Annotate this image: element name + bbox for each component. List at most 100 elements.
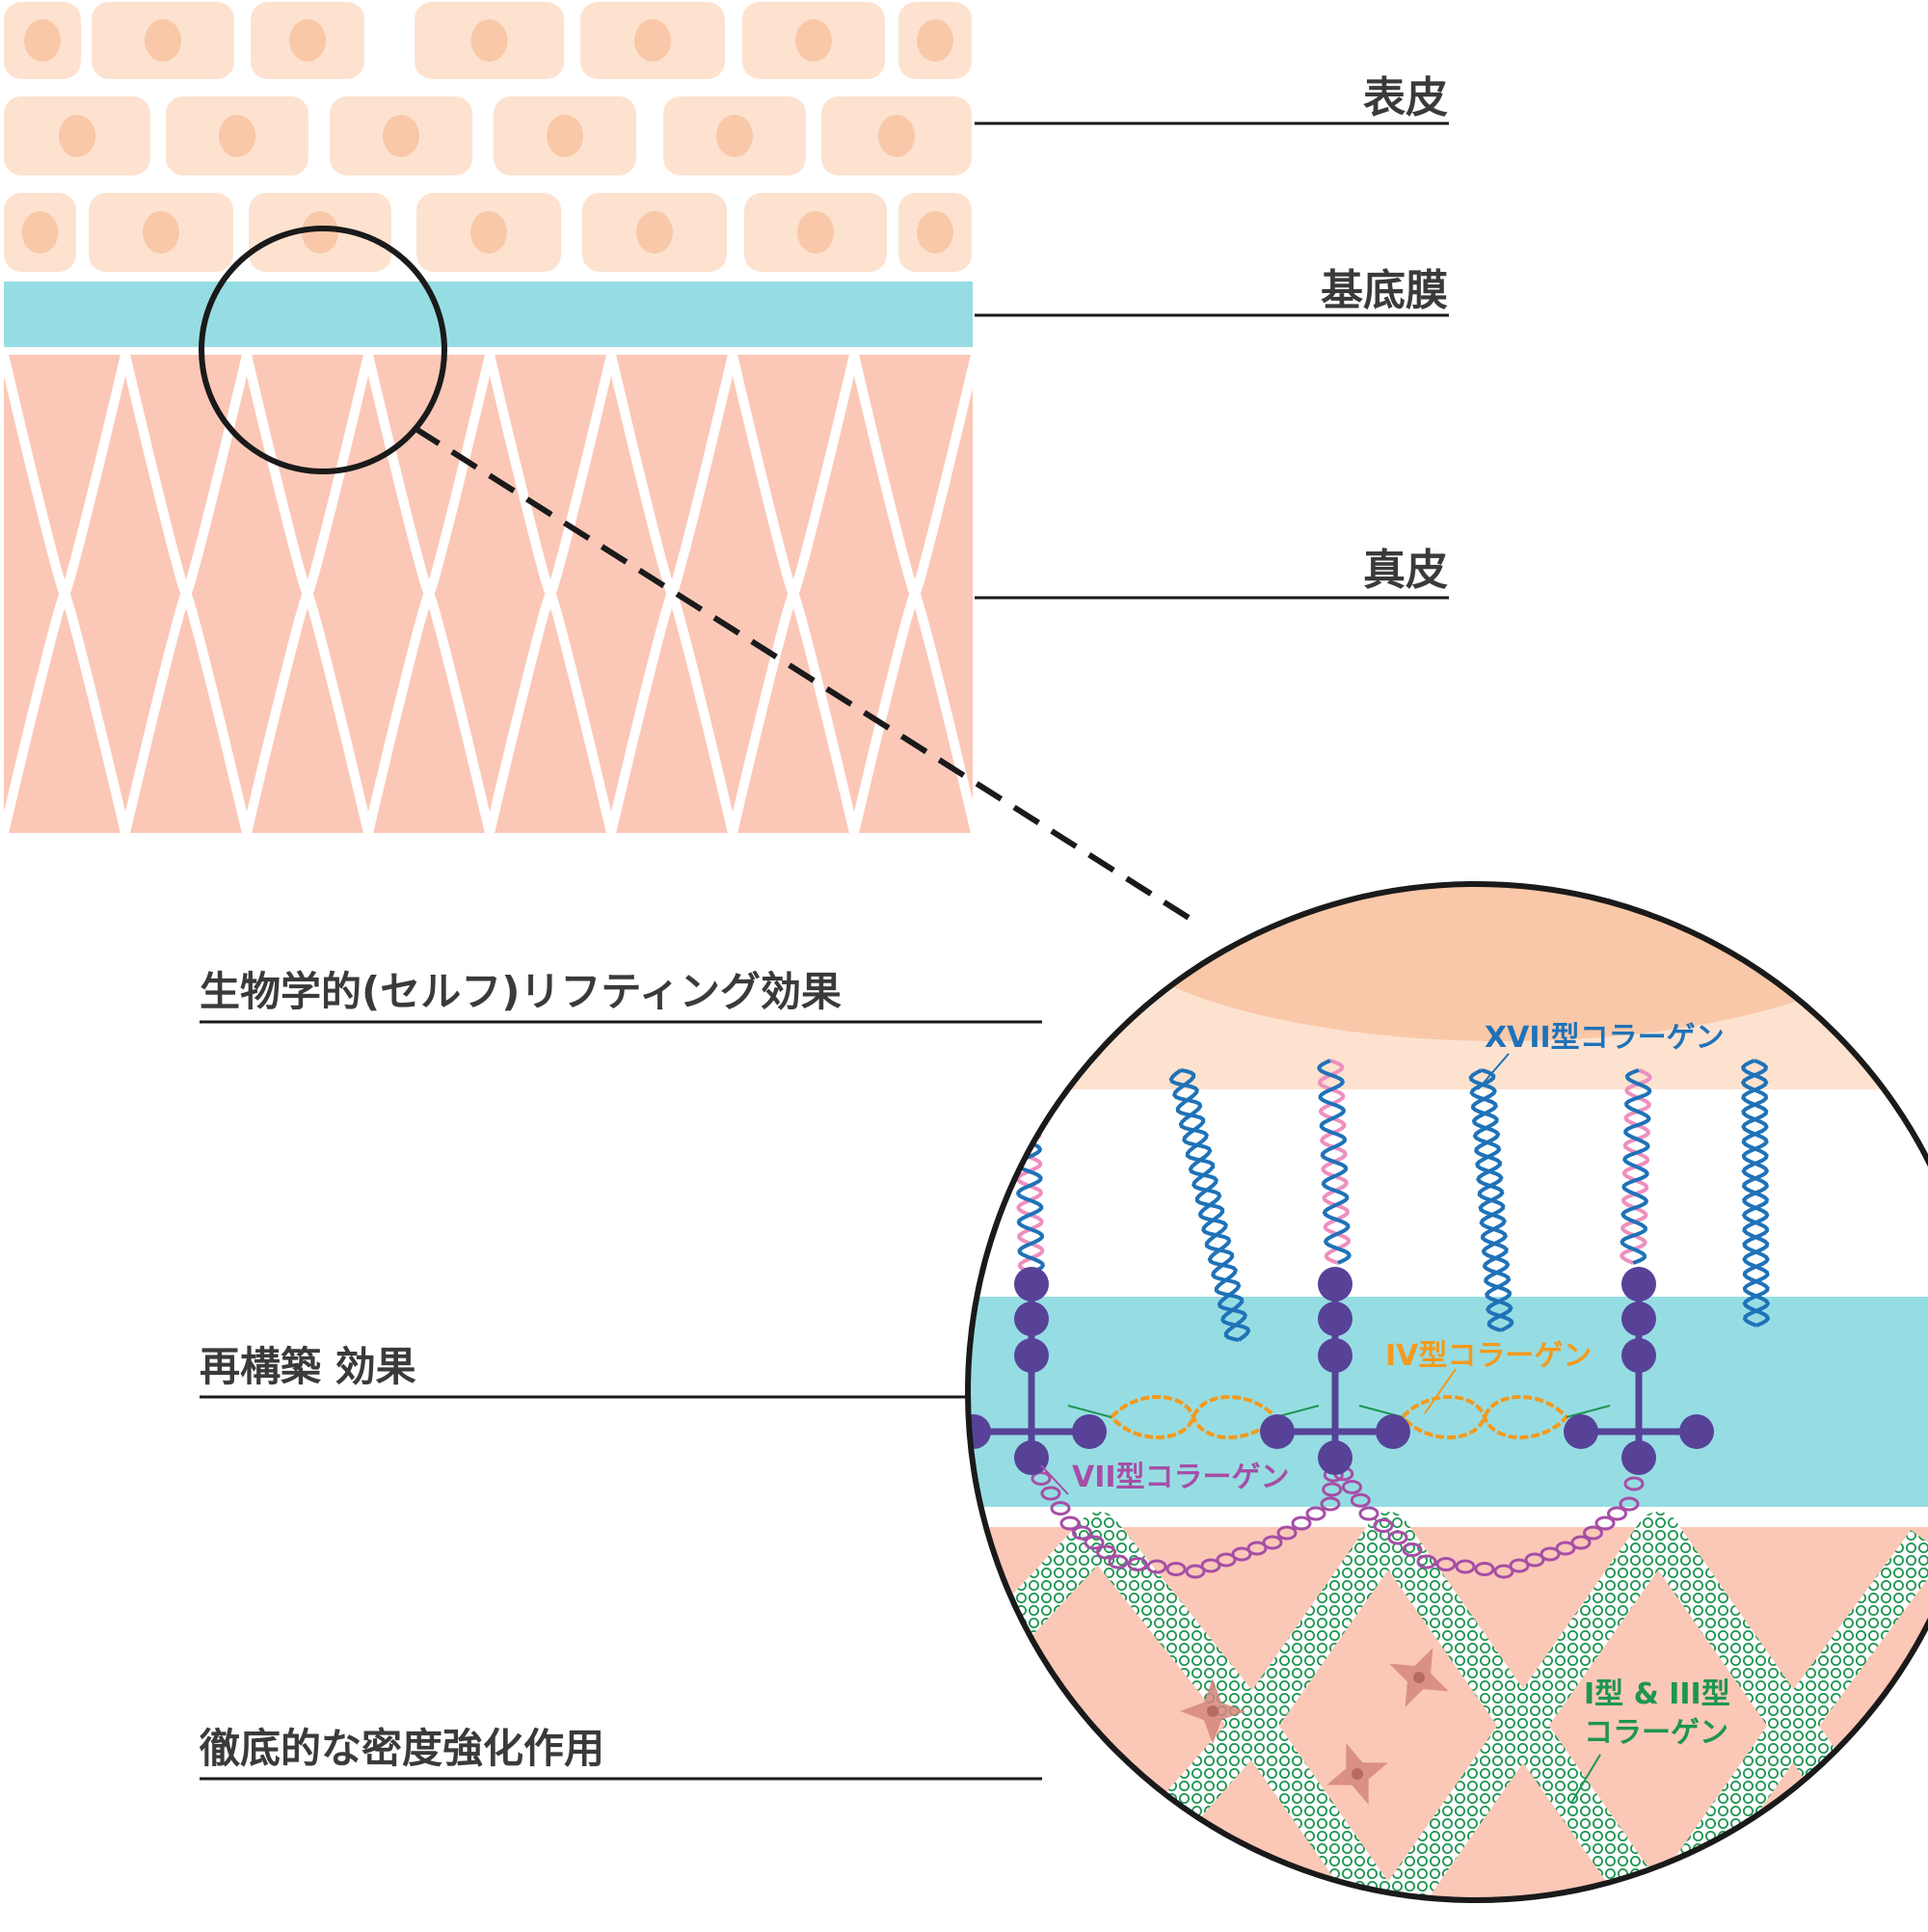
collagen-7-bead (1358, 1506, 1379, 1521)
dermis-fiber (181, 353, 252, 835)
type7-leader (1040, 1464, 1069, 1495)
dermis-fiber (546, 353, 616, 835)
cell-nucleus (917, 211, 953, 254)
zoom-circle-border (965, 881, 1928, 1903)
label-epidermis: 表皮 (1363, 73, 1448, 122)
collagen-7-bead (1059, 1516, 1081, 1531)
laminin-globule (1014, 1301, 1049, 1336)
collagen-7-bead (1493, 1564, 1514, 1579)
dermis-fiber (1153, 353, 1223, 835)
cell-nucleus (795, 19, 832, 62)
connector (1566, 1405, 1611, 1418)
label-collagen-1-3-line2: コラーゲン (1584, 1716, 1728, 1750)
connector (1067, 1405, 1112, 1418)
fibroblast-cell (1119, 1804, 1185, 1869)
cell-nucleus (716, 115, 753, 157)
collagen-7-bead (1108, 1554, 1129, 1570)
zoom-connector-line (413, 425, 1195, 924)
laminin-globule (1621, 1301, 1656, 1336)
collagen-7-bead (1416, 1554, 1437, 1570)
collagen-7-bead (1200, 1558, 1221, 1573)
helix-strand (1620, 1068, 1652, 1265)
collagen-7-bead (1387, 1530, 1408, 1545)
label-density-effect: 徹底的な密度強化作用 (200, 1725, 605, 1772)
collagen-7-bead (1231, 1546, 1252, 1562)
laminin-globule (1621, 1267, 1656, 1301)
label-collagen-4: IV型コラーゲン (1385, 1339, 1593, 1373)
laminin-globule (1318, 1267, 1352, 1301)
dermis-edge-mask (973, 347, 992, 839)
label-collagen-7: VII型コラーゲン (1072, 1461, 1290, 1494)
collagen-7-bead (1276, 1525, 1298, 1541)
cell-nucleus (917, 19, 953, 62)
collagen-7-bead (1342, 1480, 1362, 1494)
type17-leader (1477, 1053, 1510, 1090)
cell-nucleus (24, 19, 61, 62)
label-collagen-17: XVII型コラーゲン (1485, 1021, 1725, 1055)
label-basement-membrane: 基底膜 (1321, 266, 1448, 315)
collagen-7-bead (1165, 1562, 1187, 1576)
cell-nucleus (878, 115, 915, 157)
laminin-globule (1621, 1440, 1656, 1475)
cell-nucleus (470, 211, 507, 254)
collagen-7-bead (1540, 1546, 1561, 1562)
laminin-globule (1318, 1338, 1352, 1373)
helix-strand (1317, 1059, 1352, 1265)
fibroblast-nucleus (1146, 1831, 1158, 1842)
cell-nucleus (470, 19, 508, 62)
dermis-fiber (667, 353, 737, 835)
label-dermis: 真皮 (1363, 546, 1448, 595)
magnifier-circle (199, 226, 447, 474)
collagen-7-bead (1084, 1535, 1105, 1550)
collagen-7-bead (1322, 1482, 1343, 1497)
dermis-fiber (1092, 353, 1163, 835)
collagen-7-bead (1373, 1518, 1394, 1533)
collagen-7-bead (1320, 1496, 1341, 1512)
laminin-globule (1072, 1414, 1107, 1449)
type4-leader (1424, 1368, 1457, 1414)
collagen-7-bead (1072, 1525, 1092, 1541)
collagen-7-bead (1291, 1516, 1312, 1531)
fibroblast-nucleus (1207, 1705, 1218, 1717)
laminin-globule (1376, 1414, 1410, 1449)
cell-nucleus (797, 211, 834, 254)
collagen-7-bead (1040, 1486, 1061, 1501)
fibroblast-nucleus (1352, 1768, 1363, 1780)
collagen-7-bead (1619, 1496, 1640, 1512)
cell-nucleus (302, 211, 338, 254)
cell-nucleus (634, 19, 671, 62)
epidermis-layer (4, 2, 972, 272)
collagen-7-bead (1524, 1552, 1545, 1568)
cell-nucleus (143, 211, 179, 254)
collagen-7-bead (1216, 1552, 1237, 1568)
collagen-7-bead (1350, 1492, 1371, 1508)
collagen-7-bead (1594, 1516, 1616, 1531)
laminin-globule (1564, 1414, 1598, 1449)
cell-nucleus (547, 115, 583, 157)
fibroblast-nucleus (1413, 1672, 1425, 1683)
collagen-7-bead (1583, 1525, 1603, 1541)
zoom-epidermis-cell (1080, 884, 1928, 1041)
collagen-7-bead (1262, 1535, 1283, 1550)
helix-strand (1168, 1068, 1251, 1342)
collagen-7-bead (1146, 1559, 1167, 1574)
laminin-globule (1318, 1440, 1352, 1475)
cell-nucleus (21, 211, 59, 254)
cell-nucleus (145, 19, 181, 62)
dermis-fiber (60, 353, 130, 835)
laminin-globule (1014, 1267, 1049, 1301)
collagen-7-bead (1509, 1558, 1530, 1573)
collagen-7-bead (1050, 1501, 1071, 1516)
dermis-fiber (1031, 353, 1102, 835)
collagen-7-bead (1570, 1535, 1592, 1550)
basement-membrane-band (4, 282, 973, 347)
dermis-fill (4, 355, 973, 833)
cell-nucleus (636, 211, 673, 254)
collagen-7-bead (1096, 1544, 1116, 1560)
cell-nucleus (59, 115, 95, 157)
label-collagen-1-3-line1: I型 & III型 (1584, 1677, 1730, 1711)
collagen-7-bead (1555, 1541, 1576, 1556)
collagen-7-bead (1435, 1557, 1457, 1571)
cell-nucleus (219, 115, 255, 157)
